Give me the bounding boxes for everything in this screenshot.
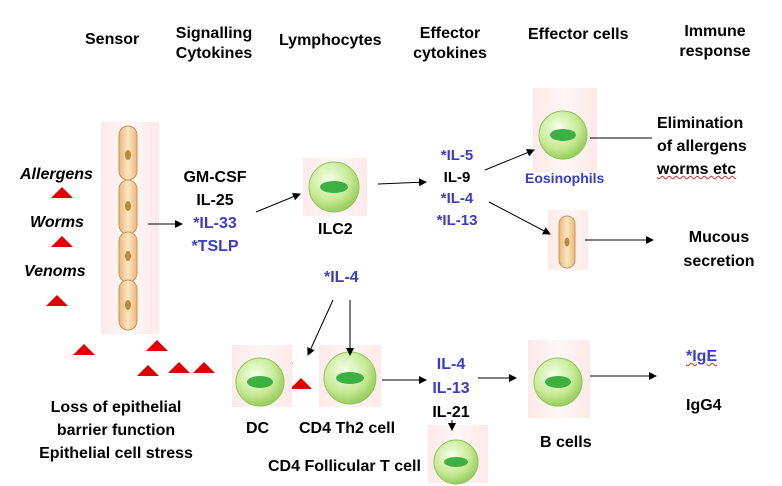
- barrier-text: Loss of epithelial barrier function Epit…: [26, 396, 206, 465]
- header-lymphocytes: Lymphocytes: [279, 32, 382, 49]
- header-immune-response-line1: Immune: [684, 23, 746, 40]
- response-ige: *IgE: [686, 348, 718, 365]
- effector-cytokine-il-13: *IL-13: [436, 211, 478, 229]
- arrow-ilc2-to-effector-cytokines: [377, 178, 427, 187]
- effector-cytokine-il-13-b: IL-13: [432, 380, 470, 397]
- effector-cytokine-list-bottom: IL-4 IL-13 IL-21: [418, 353, 484, 425]
- cytokine-tslp: *TSLP: [191, 238, 239, 255]
- response-elimination: Elimination of allergens worms etc: [657, 112, 747, 181]
- header-effector-cells: Effector cells: [528, 26, 629, 43]
- b-cell-icon: [528, 340, 590, 418]
- header-signalling: Signalling Cytokines: [168, 24, 260, 64]
- header-immune-response-line2: response: [679, 43, 751, 60]
- arrow-to-mucous-cell: [488, 201, 551, 235]
- flow-arrows: [148, 137, 657, 431]
- header-effector-cytokines: Effector cytokines: [404, 24, 496, 64]
- arrow-to-eosinophils: [484, 148, 535, 171]
- label-eosinophils: Eosinophils: [525, 170, 605, 186]
- arrow-cytokines-to-ilc2: [255, 192, 301, 213]
- effector-cytokine-il-4-b: IL-4: [436, 356, 466, 373]
- response-elimination-line1: Elimination: [657, 115, 744, 132]
- arrow-il4-to-dc: [307, 299, 334, 356]
- dc-cell-icon: [232, 345, 292, 407]
- effector-cytokine-il-9: IL-9: [443, 168, 471, 186]
- sensor-venoms: Venoms: [24, 263, 86, 280]
- header-effector-cytokines-line1: Effector: [419, 25, 481, 42]
- effector-cytokine-il-21: IL-21: [432, 404, 470, 421]
- epithelium-icon: [101, 122, 159, 334]
- sensor-allergens: Allergens: [20, 166, 93, 183]
- header-signalling-line1: Signalling: [175, 25, 253, 42]
- barrier-line3: Epithelial cell stress: [39, 445, 193, 462]
- effector-cytokine-il-4: *IL-4: [440, 190, 474, 207]
- header-sensor: Sensor: [85, 31, 140, 48]
- effector-cytokine-list-top: *IL-5 IL-9 *IL-4 *IL-13: [424, 145, 490, 231]
- cytokine-il-33: *IL-33: [193, 215, 237, 232]
- cytokine-gm-csf: GM-CSF: [183, 169, 247, 186]
- label-th2-cell: CD4 Th2 cell: [299, 420, 396, 437]
- response-elimination-line3: worms etc: [657, 161, 737, 178]
- barrier-line2: barrier function: [56, 422, 176, 439]
- label-ilc2: ILC2: [318, 221, 353, 238]
- signalling-cytokine-list: GM-CSF IL-25 *IL-33 *TSLP: [172, 166, 258, 258]
- barrier-line1: Loss of epithelial: [50, 399, 182, 416]
- header-immune-response: Immune response: [670, 22, 760, 62]
- label-follicular-t-cell: CD4 Follicular T cell: [268, 458, 421, 475]
- label-il4-lymphocyte: *IL-4: [324, 269, 359, 286]
- label-b-cells: B cells: [540, 434, 592, 451]
- effector-cytokine-il-5: *IL-5: [440, 147, 474, 164]
- follicular-t-cell-icon: [428, 425, 488, 485]
- response-igg4: IgG4: [686, 397, 722, 414]
- ilc2-cell-icon: [303, 158, 367, 216]
- response-mucous-line1: Mucous: [688, 229, 750, 246]
- cytokine-il-25: IL-25: [196, 192, 234, 209]
- response-mucous-secretion: Mucous secretion: [672, 226, 766, 274]
- eosinophil-cell-icon: [533, 88, 597, 172]
- mucous-cell-icon: [548, 210, 588, 270]
- th2-cell-icon: [319, 345, 381, 407]
- header-effector-cytokines-line2: cytokines: [413, 45, 487, 62]
- header-signalling-line2: Cytokines: [175, 45, 253, 62]
- response-elimination-line2: of allergens: [657, 138, 747, 155]
- response-mucous-line2: secretion: [683, 253, 755, 270]
- sensor-worms: Worms: [30, 214, 84, 231]
- label-dc: DC: [246, 420, 270, 437]
